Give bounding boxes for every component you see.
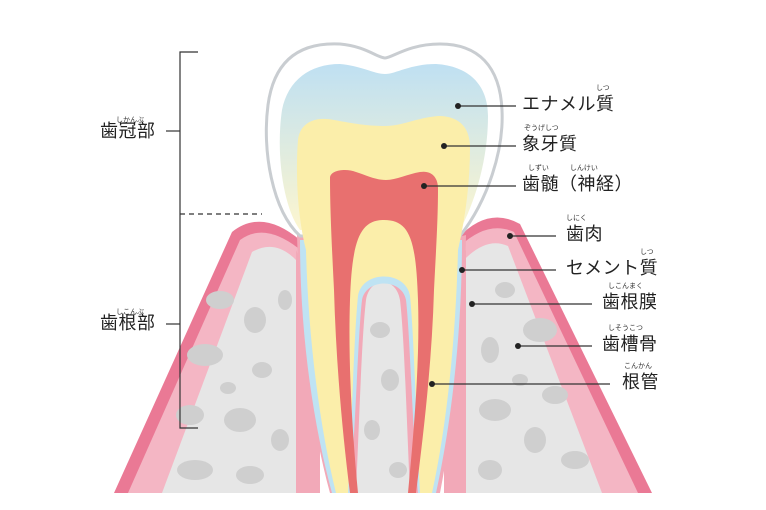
- bone-left: [162, 246, 300, 493]
- region-bracket: [166, 51, 262, 429]
- bone-texture: [176, 282, 589, 484]
- root-label: 歯根部: [100, 313, 156, 334]
- cementum-reading: しつ: [640, 248, 654, 256]
- pulp-reading: しずい しんけい: [528, 164, 598, 172]
- enamel-reading: しつ: [596, 84, 610, 92]
- bone-right: [462, 243, 602, 493]
- cementum-label: セメント質: [566, 258, 659, 279]
- pdl-reading: しこんまく: [608, 282, 643, 290]
- crown-label: 歯冠部: [100, 121, 156, 142]
- enamel-label: エナメル質: [522, 94, 615, 115]
- pulp: [330, 170, 438, 493]
- dentin-reading: ぞうげしつ: [524, 124, 559, 132]
- gum-label: 歯肉: [566, 224, 603, 245]
- pulp-label: 歯髄（神経）: [522, 174, 633, 195]
- leader-lines: [424, 105, 610, 385]
- canal-label: 根管: [622, 372, 659, 393]
- dentin-label: 象牙質: [522, 134, 578, 155]
- periodontal-ligament: [296, 250, 466, 493]
- bone-label: 歯槽骨: [602, 334, 658, 355]
- gum-reading: しにく: [566, 214, 587, 222]
- canal-reading: こんかん: [624, 362, 652, 370]
- crown-reading: しかんぶ: [116, 116, 144, 124]
- bone-reading: しそうこつ: [608, 324, 643, 332]
- root-reading: しこんぶ: [116, 308, 144, 316]
- leader-dots: [421, 103, 521, 387]
- pdl-label: 歯根膜: [602, 292, 658, 313]
